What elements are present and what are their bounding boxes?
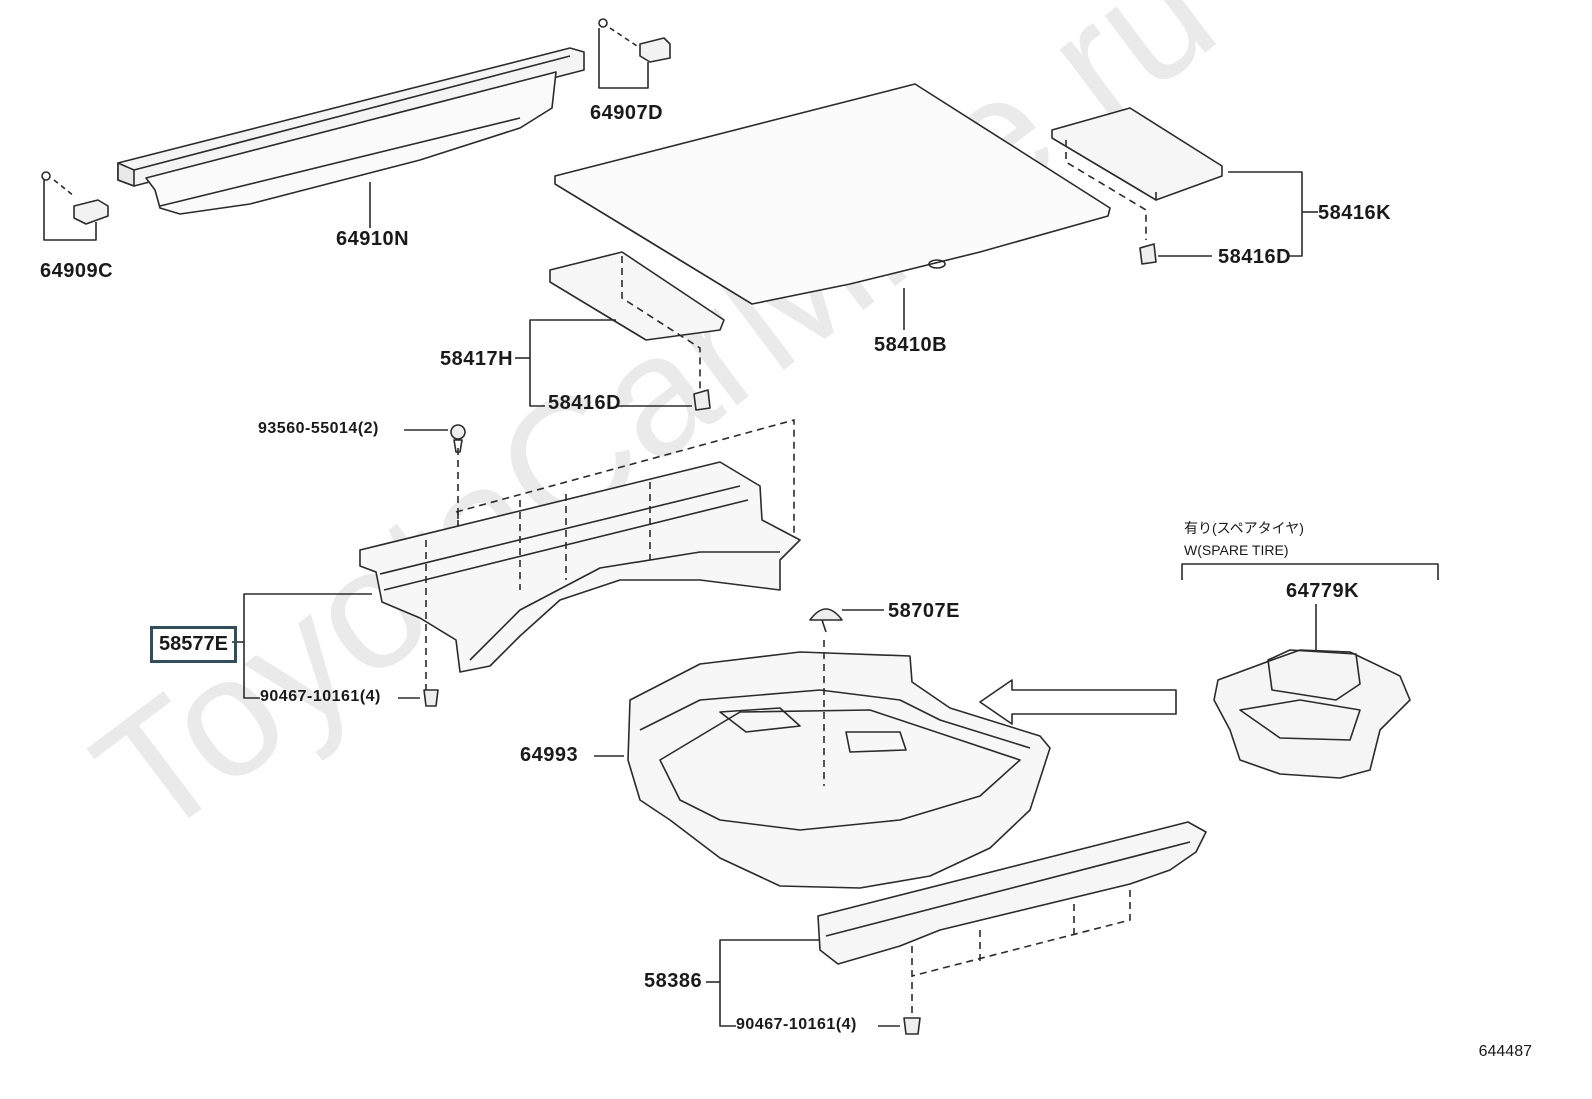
label-58577e-highlighted[interactable]: 58577E: [150, 626, 237, 663]
label-64907d[interactable]: 64907D: [590, 102, 664, 124]
note-spare-tire: W(SPARE TIRE): [1184, 542, 1289, 558]
tray-drawing[interactable]: [594, 608, 1051, 889]
label-58410b[interactable]: 58410B: [874, 334, 948, 356]
diagram-id: 644487: [1478, 1043, 1532, 1060]
direction-arrow: [979, 679, 1177, 725]
clip-64909c-drawing[interactable]: [41, 171, 109, 241]
label-90467-10161-upper[interactable]: 90467-10161(4): [260, 688, 381, 705]
small-board-drawing[interactable]: [515, 251, 725, 411]
label-58416d-right[interactable]: 58416D: [1218, 246, 1292, 268]
front-trim-drawing[interactable]: [232, 419, 801, 707]
label-58416d-left[interactable]: 58416D: [548, 392, 622, 414]
label-58416k[interactable]: 58416K: [1318, 202, 1392, 224]
sill-plate-drawing[interactable]: [706, 821, 1207, 1035]
label-64909c[interactable]: 64909C: [40, 260, 114, 282]
label-93560-55014[interactable]: 93560-55014(2): [258, 420, 379, 437]
side-board-drawing[interactable]: [1051, 107, 1318, 265]
tonneau-cover-drawing[interactable]: [117, 47, 585, 215]
label-58417h[interactable]: 58417H: [440, 348, 514, 370]
label-64779k[interactable]: 64779K: [1286, 580, 1360, 602]
label-58707e[interactable]: 58707E: [888, 600, 960, 622]
deck-board-drawing[interactable]: [554, 83, 1111, 330]
clip-64907d-drawing[interactable]: [598, 18, 671, 89]
label-64993[interactable]: 64993: [520, 744, 579, 766]
spare-tire-tray-drawing[interactable]: [1181, 563, 1439, 779]
label-90467-10161-lower[interactable]: 90467-10161(4): [736, 1016, 857, 1033]
label-64910n[interactable]: 64910N: [336, 228, 410, 250]
note-japanese: 有り(スペアタイヤ): [1184, 520, 1304, 536]
label-58386[interactable]: 58386: [644, 970, 703, 992]
